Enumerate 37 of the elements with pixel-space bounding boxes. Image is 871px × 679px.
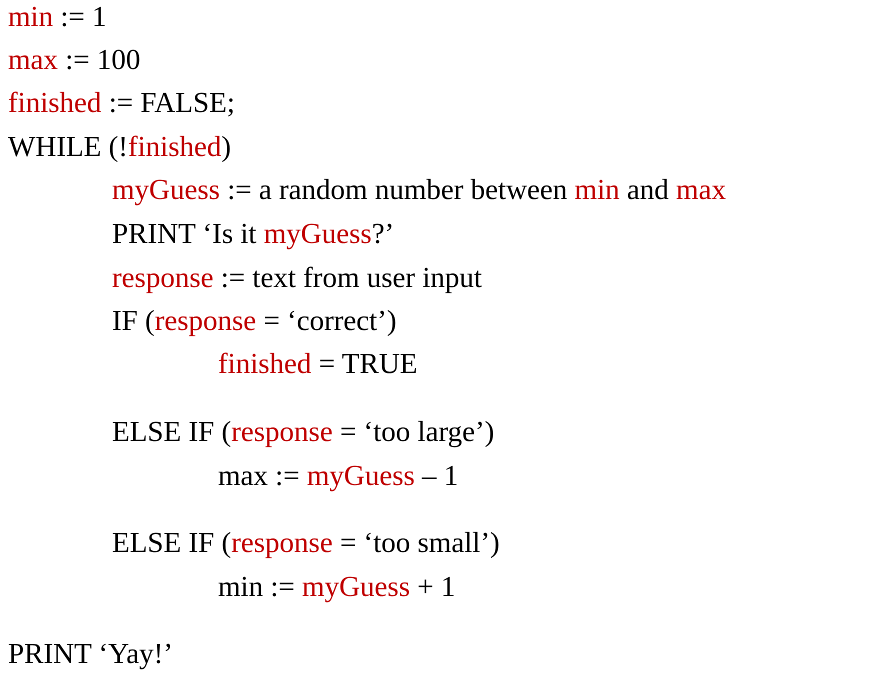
code-text: := 100 xyxy=(65,43,140,78)
code-text: ) xyxy=(221,130,232,165)
variable-name: response xyxy=(112,261,214,296)
variable-name: myGuess xyxy=(306,459,415,494)
code-text: PRINT ‘Is it xyxy=(112,217,256,252)
code-text: – 1 xyxy=(422,459,458,494)
variable-name: myGuess xyxy=(264,217,372,252)
code-text: ELSE IF ( xyxy=(112,526,232,561)
code-text: = ‘too small’) xyxy=(340,526,500,561)
code-text: WHILE (! xyxy=(8,130,128,165)
variable-name: finished xyxy=(8,86,102,121)
code-text: PRINT ‘Yay!’ xyxy=(8,637,173,672)
code-text: = ‘correct’) xyxy=(263,304,397,339)
variable-name: max xyxy=(8,43,58,78)
code-text: min := xyxy=(218,570,295,605)
variable-name: min xyxy=(574,173,620,208)
variable-name: response xyxy=(231,526,333,561)
variable-name: min xyxy=(8,0,54,35)
code-text: ELSE IF ( xyxy=(112,415,232,450)
code-text: max := xyxy=(218,459,300,494)
variable-name: myGuess xyxy=(302,570,410,605)
variable-name: finished xyxy=(128,130,222,165)
code-text: := FALSE; xyxy=(108,86,235,121)
variable-name: max xyxy=(676,173,726,208)
variable-name: finished xyxy=(218,347,312,382)
code-text: ?’ xyxy=(372,217,394,252)
code-text: := a random number between xyxy=(227,173,568,208)
code-text: IF ( xyxy=(112,304,155,339)
code-text: = TRUE xyxy=(318,347,418,382)
variable-name: response xyxy=(231,415,333,450)
code-text: := text from user input xyxy=(220,261,482,296)
variable-name: response xyxy=(154,304,256,339)
code-text: := 1 xyxy=(60,0,107,35)
code-text: and xyxy=(626,173,669,208)
variable-name: myGuess xyxy=(112,173,220,208)
code-text: = ‘too large’) xyxy=(340,415,494,450)
code-text: + 1 xyxy=(417,570,456,605)
